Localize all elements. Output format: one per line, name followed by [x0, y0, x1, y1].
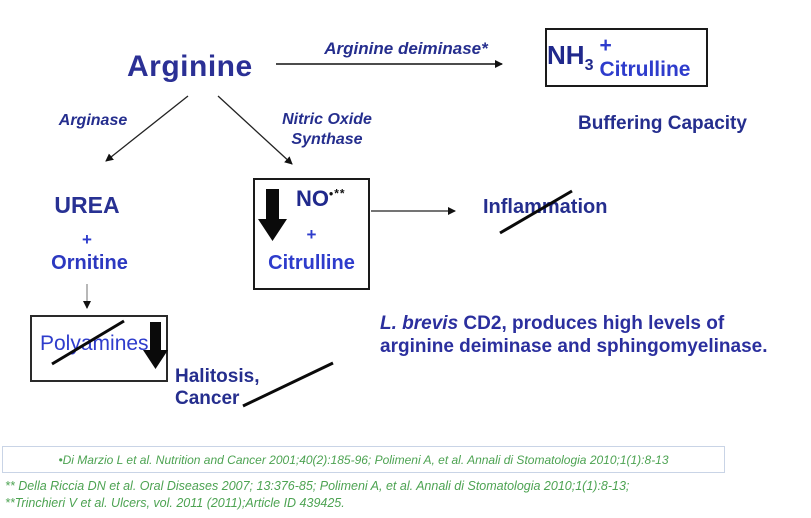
inflammation-label: Inflammation — [483, 196, 608, 218]
plus-sign-no: + — [306, 225, 317, 244]
footnote-1: •Di Marzio L et al. Nutrition and Cancer… — [58, 452, 669, 467]
arginine-label: Arginine — [127, 50, 253, 83]
nh3-formula: NH3 — [547, 39, 594, 75]
nitric-oxide-synthase-label: Nitric Oxide Synthase — [268, 110, 386, 150]
arginase-label: Arginase — [58, 112, 128, 129]
plus-sign-urea: + — [82, 230, 92, 249]
no-label: NO•** — [296, 186, 346, 211]
lbrevis-note: L. brevis CD2, produces high levels of a… — [380, 312, 770, 358]
arginine-deiminase-label: Arginine deiminase* — [324, 39, 488, 58]
nh3-subscript: 3 — [584, 57, 594, 75]
citrulline-label: Citrulline — [268, 252, 355, 274]
polyamines-box: Polyamines — [30, 315, 168, 382]
lbrevis-species-name: L. brevis — [380, 313, 459, 334]
no-superscript: •** — [329, 186, 346, 201]
nos-line2: Synthase — [291, 131, 363, 148]
footnote-1-box: •Di Marzio L et al. Nutrition and Cancer… — [2, 446, 725, 473]
halitosis-cancer-label: Halitosis, Cancer — [175, 366, 260, 409]
plus-citrulline-label: + Citrulline — [599, 33, 691, 81]
urea-label: UREA — [54, 192, 120, 218]
lbrevis-note-rest: CD2, produces high levels of arginine de… — [380, 313, 768, 357]
ornitine-label: Ornitine — [51, 252, 128, 274]
polyamines-label: Polyamines — [40, 332, 149, 355]
nos-line1: Nitric Oxide — [282, 111, 372, 128]
footnote-2: ** Della Riccia DN et al. Oral Diseases … — [5, 479, 630, 493]
footnote-3: **Trinchieri V et al. Ulcers, vol. 2011 … — [5, 496, 345, 510]
buffering-capacity-label: Buffering Capacity — [578, 113, 747, 134]
no-citrulline-box: NO•** + Citrulline — [253, 178, 370, 290]
nh3-citrulline-box: NH3 + Citrulline — [545, 28, 708, 87]
